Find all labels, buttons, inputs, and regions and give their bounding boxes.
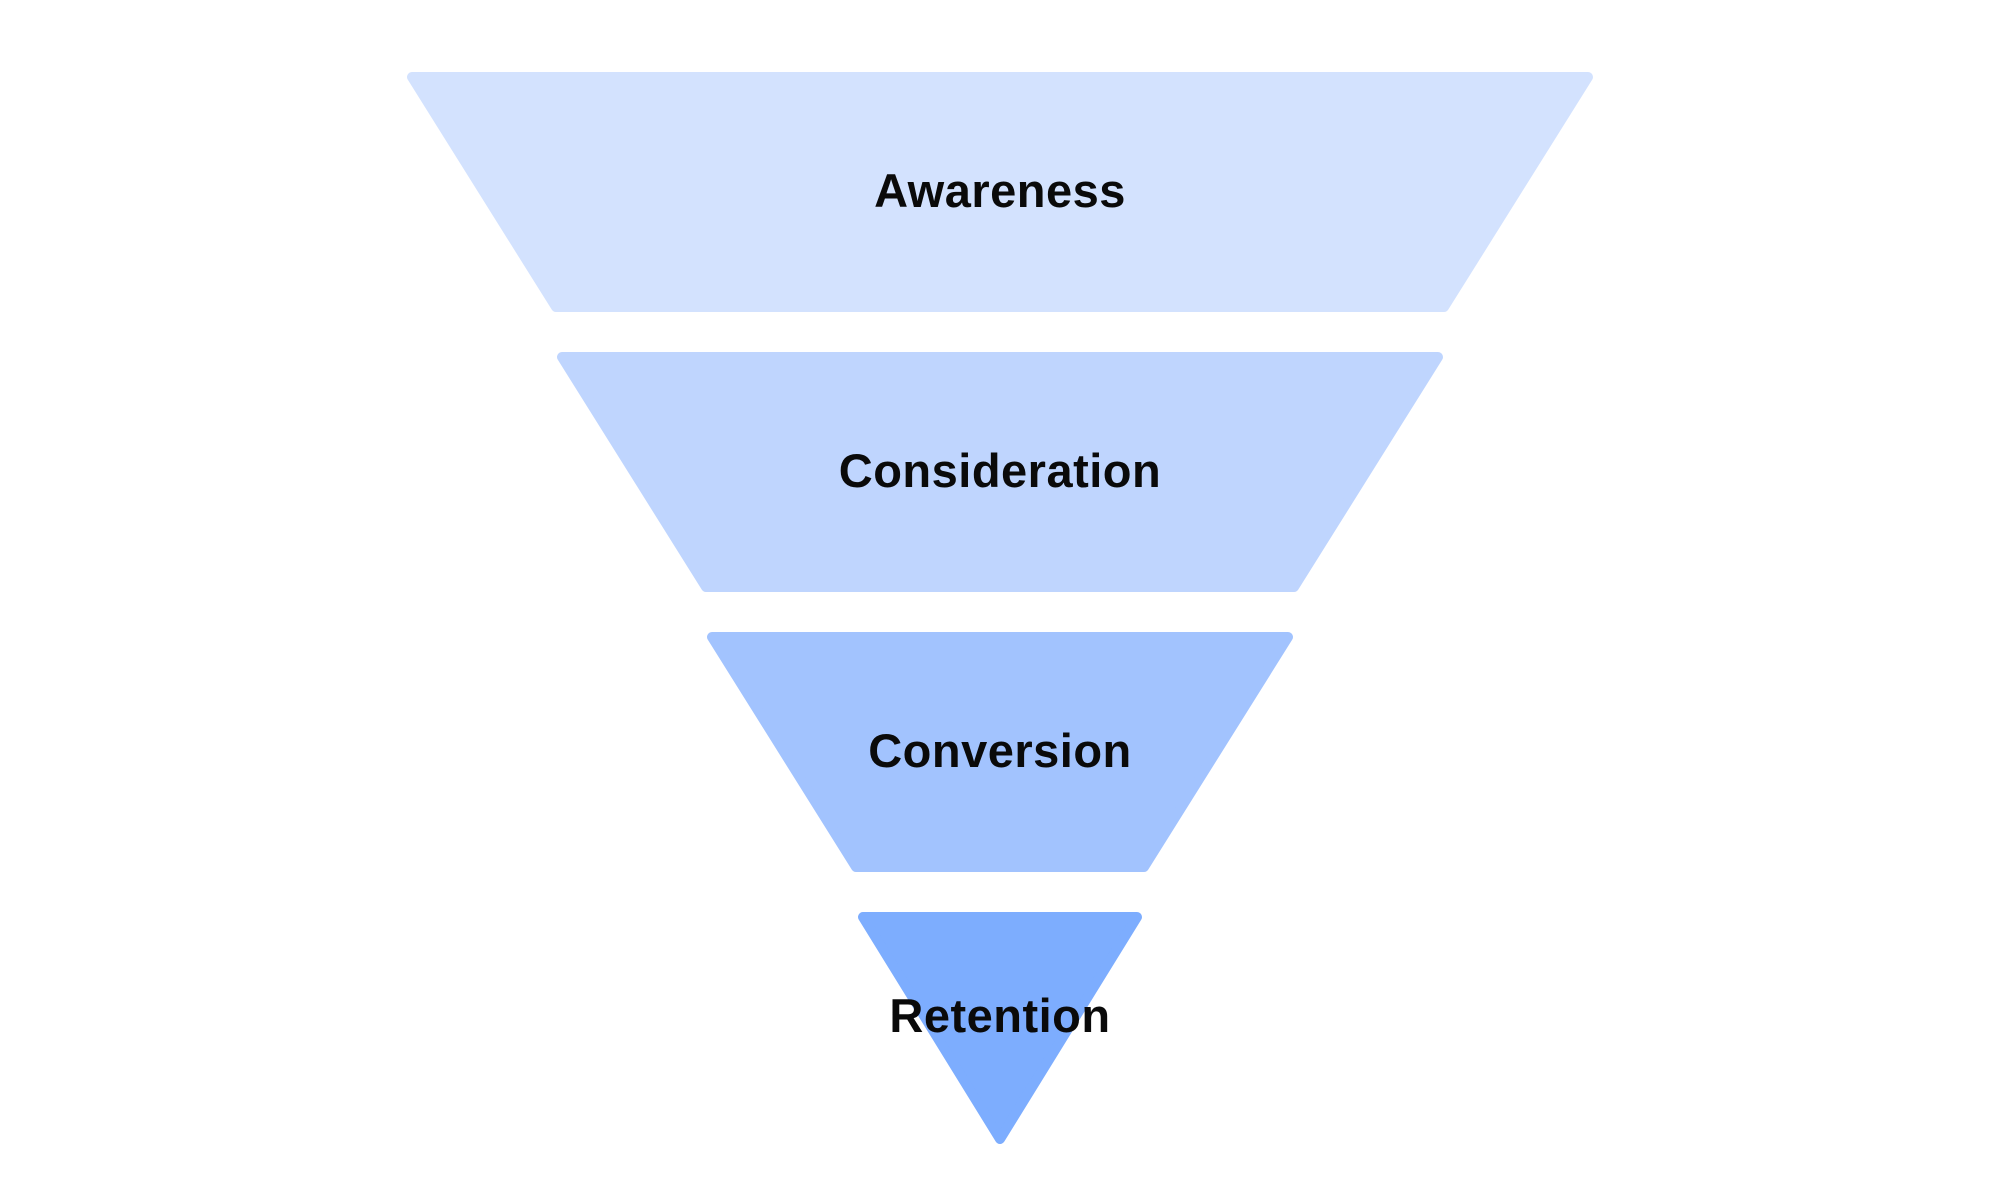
funnel-stage-consideration: Consideration [557, 352, 1443, 592]
funnel-stage-shape [557, 352, 1443, 592]
funnel-stage-shape [858, 912, 1142, 1144]
funnel-stage-awareness: Awareness [407, 72, 1593, 312]
funnel-stage-conversion: Conversion [707, 632, 1293, 872]
funnel-stage-label: Conversion [868, 724, 1132, 777]
funnel-stage-retention: Retention [858, 912, 1142, 1144]
funnel-stage-label: Consideration [839, 444, 1161, 497]
funnel-stage-shape [707, 632, 1293, 872]
funnel-stage-label: Awareness [874, 164, 1126, 217]
funnel-stage-label: Retention [889, 989, 1110, 1042]
funnel-stage-shape [407, 72, 1593, 312]
